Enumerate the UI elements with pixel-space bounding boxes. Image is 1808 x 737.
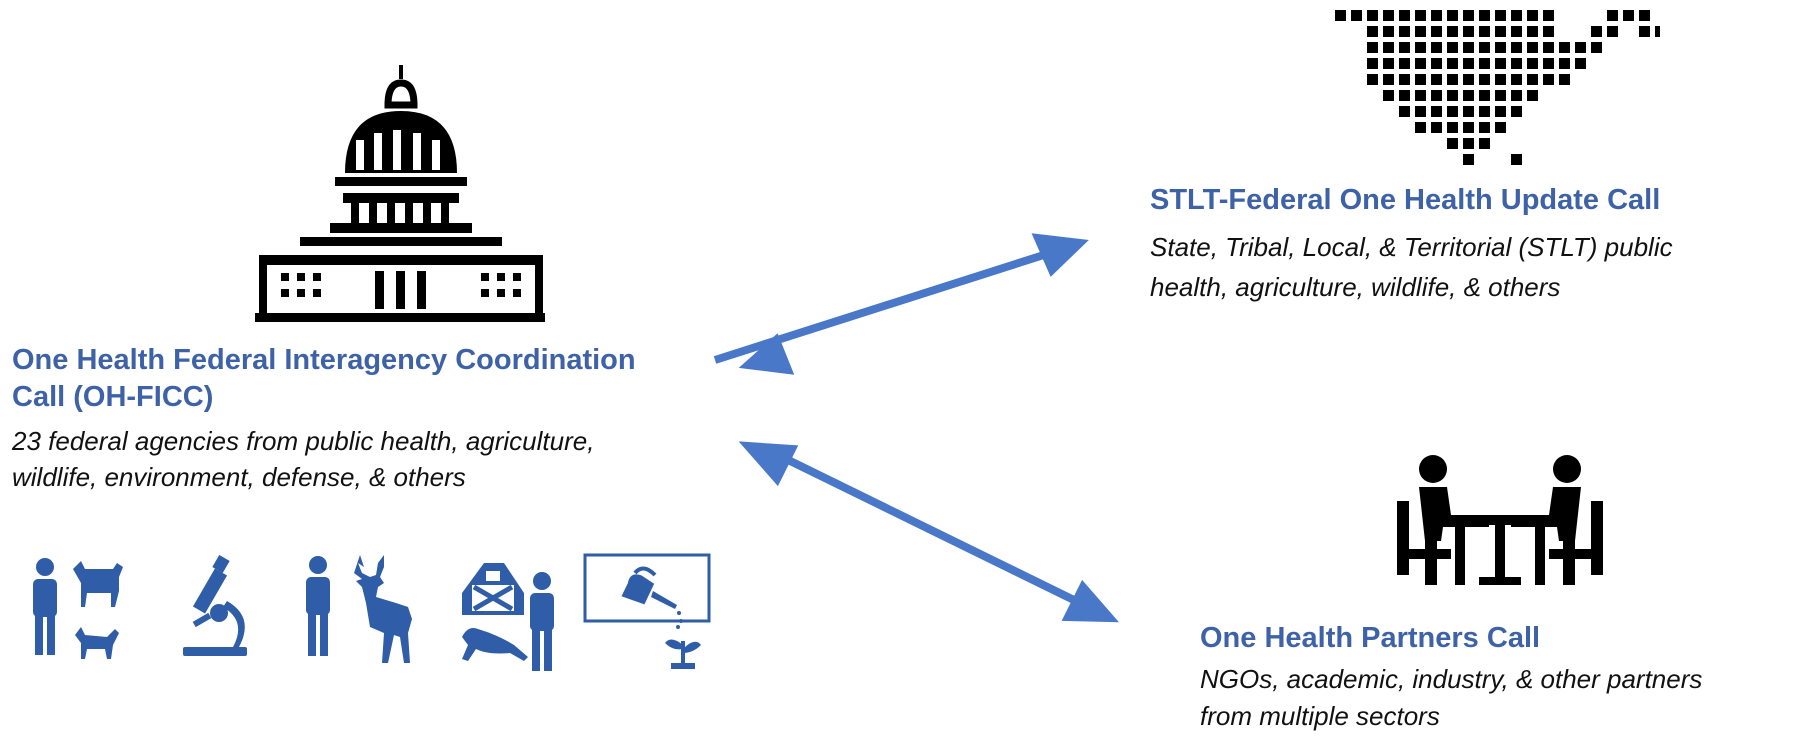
- center-node-desc-line1: 23 federal agencies from public health, …: [12, 426, 595, 456]
- arrowhead-center-top: [738, 333, 795, 375]
- arrowhead-partners: [1061, 579, 1119, 623]
- watering-can-plant-icon: [583, 553, 711, 669]
- person-with-pets-icon: [33, 558, 123, 659]
- people-meeting-table-icon: [1397, 455, 1603, 585]
- stlt-node-desc-line1: State, Tribal, Local, & Territorial (STL…: [1150, 232, 1673, 262]
- us-map-grid-icon: [1335, 10, 1660, 165]
- barn-ferret-person-icon: [462, 563, 554, 671]
- center-node-title-line1: One Health Federal Interagency Coordinat…: [12, 344, 636, 376]
- microscope-icon: [183, 555, 247, 656]
- arrowhead-stlt: [1031, 233, 1089, 277]
- stlt-node-desc-line2: health, agriculture, wildlife, & others: [1150, 272, 1561, 302]
- partners-node-desc-line2: from multiple sectors: [1200, 701, 1440, 731]
- partners-node-title: One Health Partners Call: [1200, 622, 1541, 654]
- arrow-to-partners: [776, 451, 1082, 607]
- partners-node-desc-line1: NGOs, academic, industry, & other partne…: [1200, 664, 1703, 694]
- arrow-to-stlt: [713, 249, 1052, 364]
- center-node-desc-line2: wildlife, environment, defense, & others: [12, 462, 466, 492]
- center-node-title-line2: Call (OH-FICC): [12, 381, 214, 413]
- arrowhead-center-bottom: [738, 441, 799, 487]
- person-with-deer-icon: [306, 555, 412, 663]
- stlt-node-title: STLT-Federal One Health Update Call: [1150, 184, 1661, 216]
- capitol-building-icon: [255, 65, 545, 322]
